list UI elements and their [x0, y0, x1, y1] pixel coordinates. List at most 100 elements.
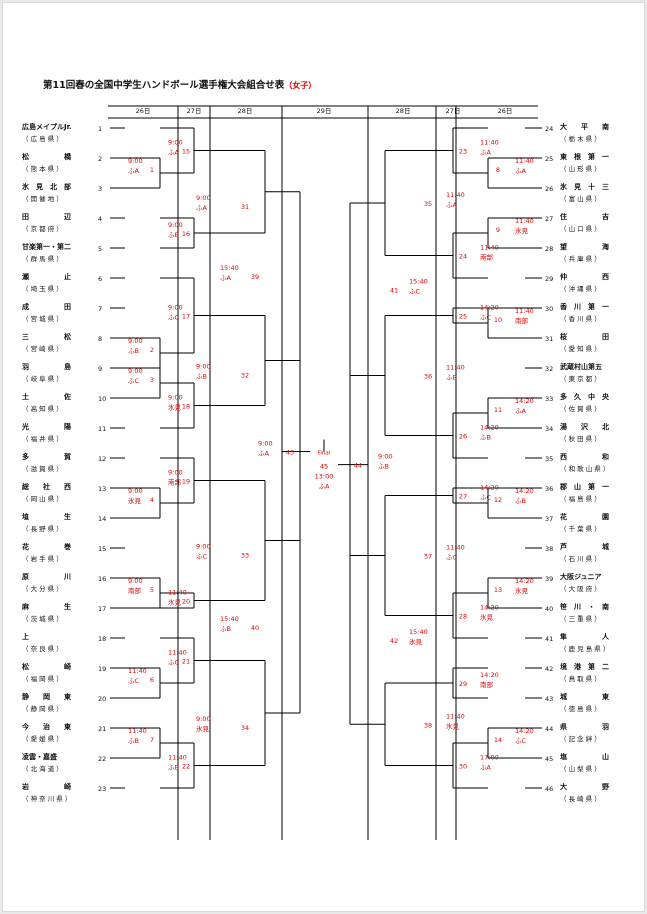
game-time: 11:40	[446, 712, 465, 720]
team-name-right: 塩 山	[560, 752, 609, 761]
team-name-right: 氷 見 十 三	[559, 182, 609, 191]
team-name-left: 原 川	[22, 573, 71, 581]
game-number: 28	[459, 613, 467, 621]
game-time: 14:20	[480, 671, 499, 679]
game-time: 14:20	[480, 424, 499, 432]
game-number: 24	[459, 253, 467, 261]
seed-right: 30	[545, 305, 553, 313]
game-venue: 氷見	[196, 724, 210, 733]
game-number: 29	[459, 680, 467, 688]
team-pref-left: （ 北 海 道 ）	[22, 764, 63, 773]
team-name-left: 土 佐	[22, 392, 71, 401]
game-time: 11:40	[168, 754, 187, 762]
game-time: 9:00	[128, 487, 143, 495]
game-number: 32	[241, 372, 249, 380]
game-venue: ふB	[168, 231, 179, 239]
game-venue: ふB	[128, 347, 139, 355]
seed-right: 41	[545, 635, 553, 643]
day-header-center: 29日	[317, 107, 332, 115]
team-name-left: 埴 生	[22, 512, 71, 521]
game-time: 9:00	[196, 715, 211, 723]
team-pref-left: （ 福 井 県 ）	[22, 434, 63, 443]
game-number: 18	[182, 403, 190, 411]
seed-left: 22	[98, 755, 106, 763]
team-name-right: 県 羽	[560, 722, 609, 731]
game-time: 9:00	[128, 157, 143, 165]
team-pref-left: （ 静 岡 県 ）	[22, 704, 63, 713]
seed-right: 25	[545, 155, 553, 163]
seed-left: 6	[98, 275, 102, 283]
team-pref-right: （ 鹿 児 島 県 ）	[560, 644, 609, 653]
seed-right: 26	[545, 185, 553, 193]
team-name-left: 松 橋	[22, 152, 72, 161]
game-venue: ふA	[168, 149, 180, 157]
team-pref-left: （ 滋 賀 県 ）	[22, 464, 63, 473]
game-number: 13	[494, 586, 502, 594]
game-venue: ふA	[480, 149, 492, 157]
game-venue: ふB	[128, 737, 139, 745]
team-name-right: 仲 西	[560, 272, 609, 281]
game-number: 41	[390, 286, 398, 294]
game-time: 9:00	[128, 337, 143, 345]
team-pref-left: （ 岡 山 県 ）	[22, 494, 63, 503]
seed-right: 32	[545, 365, 553, 373]
seed-left: 20	[98, 695, 106, 703]
team-name-left: 麻 生	[21, 602, 71, 611]
game-venue: ふC	[168, 659, 180, 667]
team-name-left: 総 社 西	[22, 482, 71, 491]
team-name-left: 氷 見 北 部	[21, 182, 71, 191]
game-venue: ふB	[480, 434, 491, 442]
game-venue: ふC	[409, 287, 421, 295]
team-pref-left: （ 京 都 府 ）	[22, 224, 63, 233]
game-time: 14:20	[515, 487, 534, 495]
game-number: 23	[459, 148, 467, 156]
team-pref-left: （ 広 島 県 ）	[22, 134, 63, 143]
team-name-left: 光 陽	[21, 422, 71, 431]
day-header-right: 28日	[396, 107, 411, 115]
game-number: 34	[241, 724, 249, 732]
game-venue: ふC	[446, 554, 458, 562]
team-pref-left: （ 群 馬 県 ）	[22, 254, 63, 263]
game-venue: ふC	[128, 677, 140, 685]
team-name-right: 城 東	[560, 692, 610, 701]
game-number: 16	[182, 230, 190, 238]
game-venue: 氷見	[446, 721, 460, 730]
team-name-right: 香 川 第 一	[559, 302, 609, 311]
team-pref-right: （ 鳥 取 県 ）	[560, 674, 601, 683]
game-venue: ふB	[515, 497, 526, 505]
game-time: 9:00	[128, 367, 143, 375]
team-name-left: 多 賀	[22, 452, 71, 461]
team-pref-left: （ 愛 媛 県 ）	[22, 734, 63, 743]
team-name-left: 岩 崎	[21, 782, 71, 791]
team-pref-right: （ 福 島 県 ）	[560, 494, 601, 503]
team-name-right: 大阪ジュニア	[560, 572, 602, 581]
seed-right: 39	[545, 575, 553, 583]
day-header-left: 27日	[187, 107, 202, 115]
team-pref-right: （ 山 梨 県 ）	[560, 764, 601, 773]
team-pref-right: （ 山 口 県 ）	[560, 224, 601, 233]
seed-left: 13	[98, 485, 106, 493]
game-number: 14	[494, 736, 502, 744]
game-venue: ふB	[168, 764, 179, 772]
team-pref-left: （ 熊 本 県 ）	[22, 164, 63, 173]
team-pref-right: （ 三 重 県 ）	[560, 615, 601, 623]
team-pref-left: （ 長 野 県 ）	[22, 525, 63, 533]
game-time: 14:20	[515, 727, 534, 735]
team-name-left: 今 治 東	[21, 722, 72, 731]
game-venue: ふA	[446, 201, 458, 209]
seed-right: 40	[545, 605, 553, 613]
team-pref-right: （ 佐 賀 県 ）	[560, 404, 601, 413]
team-pref-right: （ 千 葉 県 ）	[560, 524, 601, 533]
game-number: 3	[150, 376, 154, 384]
team-pref-left: （ 岩 手 県 ）	[22, 554, 63, 563]
team-name-right: 多 久 中 央	[560, 392, 610, 401]
team-name-left: 甘楽第一・第二	[22, 242, 71, 251]
team-name-right: 花 園	[560, 512, 609, 521]
team-name-left: 凌雲・嘉盛	[22, 752, 57, 761]
game-number: 42	[390, 637, 398, 645]
game-number: 40	[251, 624, 259, 632]
seed-left: 23	[98, 785, 106, 793]
game-time: 9:00	[378, 453, 393, 461]
team-name-right: 湯 沢 北	[560, 422, 609, 431]
game-venue: ふB	[196, 373, 207, 381]
